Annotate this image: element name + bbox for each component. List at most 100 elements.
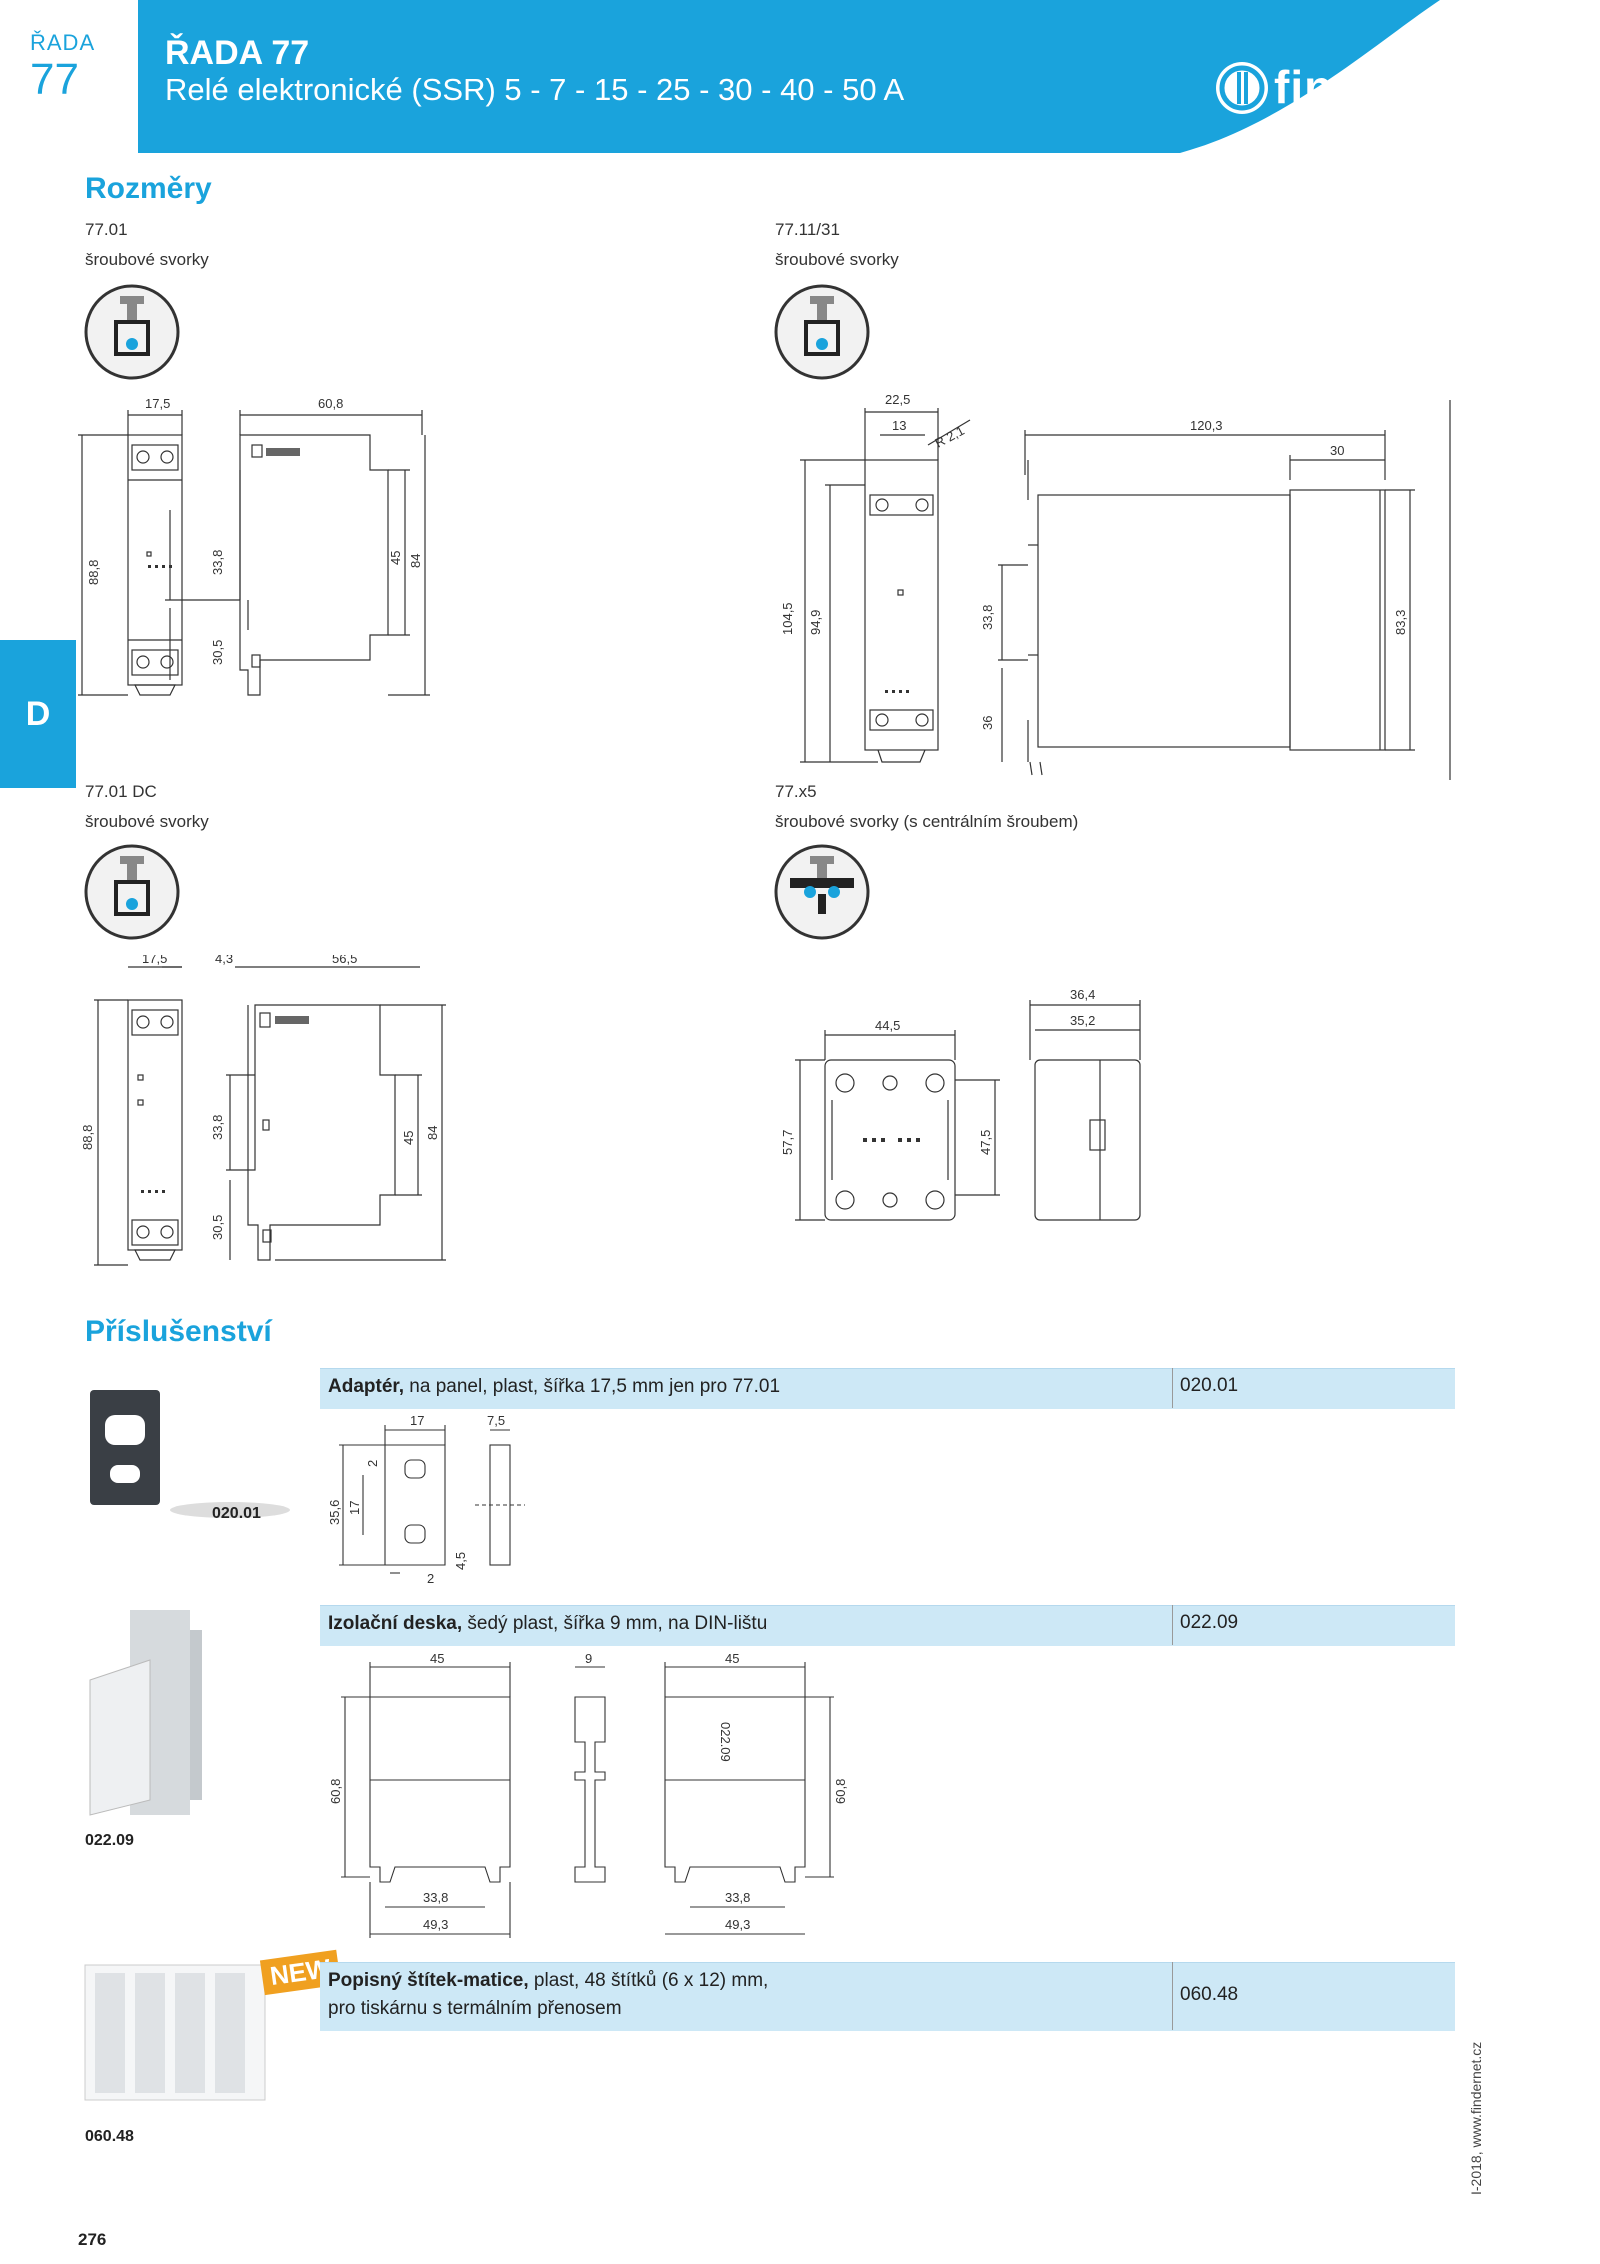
part-marking: 022.09 xyxy=(718,1722,733,1762)
screw-terminal-icon xyxy=(84,844,180,940)
bar-divider xyxy=(1172,1605,1173,1645)
dim-label: 33,8 xyxy=(725,1890,750,1905)
dim-label: 33,8 xyxy=(210,550,225,575)
block-terminal-2: šroubové svorky xyxy=(775,250,899,269)
block-model-3: 77.01 DC xyxy=(85,782,157,801)
dim-label: 7,5 xyxy=(487,1415,505,1428)
accessory-desc: Adaptér, na panel, plast, šířka 17,5 mm … xyxy=(328,1373,780,1401)
accessory-detail-2: pro tiskárnu s termálním přenosem xyxy=(328,1998,622,2019)
accessory-desc: Izolační deska, šedý plast, šířka 9 mm, … xyxy=(328,1610,767,1638)
dim-label: 33,8 xyxy=(980,605,995,630)
adapter-photo xyxy=(80,1380,290,1520)
dim-label: 22,5 xyxy=(885,392,910,407)
dim-label: 120,3 xyxy=(1190,418,1223,433)
block-model-2: 77.11/31 xyxy=(775,220,840,239)
drawing-77-01: 17,5 60,8 88,8 33,8 30,5 45 84 xyxy=(78,396,430,696)
drawing-77-01-dc: 17,5 4,3 56,5 88,8 33,8 30,5 45 84 xyxy=(80,955,446,1266)
dim-label: 84 xyxy=(408,554,423,568)
bar-divider xyxy=(1172,1368,1173,1408)
dim-label: 45 xyxy=(401,1131,416,1145)
page-subtitle: Relé elektronické (SSR) 5 - 7 - 15 - 25 … xyxy=(165,72,905,107)
dim-label: 94,9 xyxy=(808,610,823,635)
accessory-code: 060.48 xyxy=(1180,1984,1239,2005)
dim-label: 17 xyxy=(410,1415,424,1428)
insulation-plate-photo xyxy=(89,1610,202,1816)
dim-label: 88,8 xyxy=(86,560,101,585)
dim-label: 45 xyxy=(725,1652,739,1666)
dim-label: 17,5 xyxy=(142,955,167,966)
finder-logo: finder xyxy=(1212,58,1452,118)
accessory-name: Izolační deska, xyxy=(328,1613,463,1634)
accessories-heading: Příslušenství xyxy=(85,1315,272,1348)
dim-label: 17 xyxy=(347,1501,362,1515)
block-model-4: 77.x5 xyxy=(775,782,817,801)
dim-label: 30,5 xyxy=(210,1215,225,1240)
dim-label: 4,5 xyxy=(453,1552,468,1570)
vertical-note: I-2018, www.findernet.cz xyxy=(1468,2041,1484,2195)
accessory-detail: na panel, plast, šířka 17,5 mm jen pro 7… xyxy=(404,1376,781,1397)
accessory-name: Adaptér, xyxy=(328,1376,405,1397)
dim-label: 30,5 xyxy=(210,640,225,665)
screw-terminal-icon xyxy=(774,284,870,380)
bar-divider xyxy=(1172,1962,1173,2030)
product-code: 022.09 xyxy=(85,1832,134,1849)
dimensions-heading: Rozměry xyxy=(85,172,212,205)
insulation-plate-drawing: 45 9 45 60,8 60,8 33,8 49,3 33,8 49,3 02… xyxy=(328,1652,848,1938)
accessory-detail: šedý plast, šířka 9 mm, na DIN-lištu xyxy=(462,1613,768,1634)
dim-label: 60,8 xyxy=(328,1779,343,1804)
block-terminal-4: šroubové svorky (s centrálním šroubem) xyxy=(775,812,1079,831)
dim-label: 44,5 xyxy=(875,1018,900,1033)
accessory-bar xyxy=(320,1962,1455,2031)
series-number: 77 xyxy=(30,55,79,104)
dim-label: 104,5 xyxy=(780,602,795,635)
dim-label: 36,4 xyxy=(1070,987,1095,1002)
dim-label: 4,3 xyxy=(215,955,233,966)
dim-label: 84 xyxy=(425,1126,440,1140)
block-model-1: 77.01 xyxy=(85,220,128,239)
dim-label: 56,5 xyxy=(332,955,357,966)
accessory-name: Popisný štítek-matice, xyxy=(328,1970,529,1991)
dim-label: 13 xyxy=(892,418,906,433)
product-code: 020.01 xyxy=(212,1505,261,1522)
dim-label: 47,5 xyxy=(978,1130,993,1155)
dim-label: 35,6 xyxy=(327,1500,342,1525)
series-label: ŘADA xyxy=(30,30,96,55)
dim-label: 60,8 xyxy=(833,1779,848,1804)
dim-label: 45 xyxy=(430,1652,444,1666)
page-title: ŘADA 77 xyxy=(165,34,310,72)
dim-label: 33,8 xyxy=(210,1115,225,1140)
dim-label: 35,2 xyxy=(1070,1013,1095,1028)
block-terminal-1: šroubové svorky xyxy=(85,250,209,269)
central-screw-terminal-icon xyxy=(774,844,870,940)
finder-logo-icon xyxy=(1216,62,1268,114)
accessory-code: 022.09 xyxy=(1180,1612,1239,1633)
dim-label: 33,8 xyxy=(423,1890,448,1905)
dim-label: 49,3 xyxy=(423,1917,448,1932)
dim-label: 30 xyxy=(1330,443,1344,458)
dim-label: 49,3 xyxy=(725,1917,750,1932)
page-number: 276 xyxy=(78,2230,107,2249)
series-badge: ŘADA 77 xyxy=(30,30,140,102)
drawing-77-x5: 44,5 36,4 35,2 57,7 47,5 xyxy=(780,987,1141,1221)
accessory-code: 020.01 xyxy=(1180,1375,1239,1396)
dim-label: 88,8 xyxy=(80,1125,95,1150)
accessory-bar xyxy=(320,1368,1455,1409)
dim-label: 2 xyxy=(427,1571,434,1585)
accessory-desc: Popisný štítek-matice, plast, 48 štítků … xyxy=(328,1967,768,2023)
dim-label: 2 xyxy=(365,1460,380,1467)
label-sheet-photo xyxy=(84,1964,266,2101)
section-tab: D xyxy=(0,640,76,788)
dim-label: 57,7 xyxy=(780,1130,795,1155)
finder-logo-text: finder xyxy=(1274,61,1408,113)
screw-terminal-icon xyxy=(84,284,180,380)
dim-label: 36 xyxy=(980,716,995,730)
dim-label: 9 xyxy=(585,1652,592,1666)
dim-label: 83,3 xyxy=(1393,610,1408,635)
block-terminal-3: šroubové svorky xyxy=(85,812,209,831)
dim-label: 60,8 xyxy=(318,396,343,411)
dim-label: 45 xyxy=(388,551,403,565)
drawing-77-11-31: 22,5 13 R 2,1 120,3 30 104,5 94,9 33,8 3… xyxy=(780,392,1451,780)
product-code: 060.48 xyxy=(85,2128,134,2145)
adapter-drawing: 17 7,5 2 35,6 17 4,5 2 xyxy=(327,1415,525,1585)
dim-label: 17,5 xyxy=(145,396,170,411)
